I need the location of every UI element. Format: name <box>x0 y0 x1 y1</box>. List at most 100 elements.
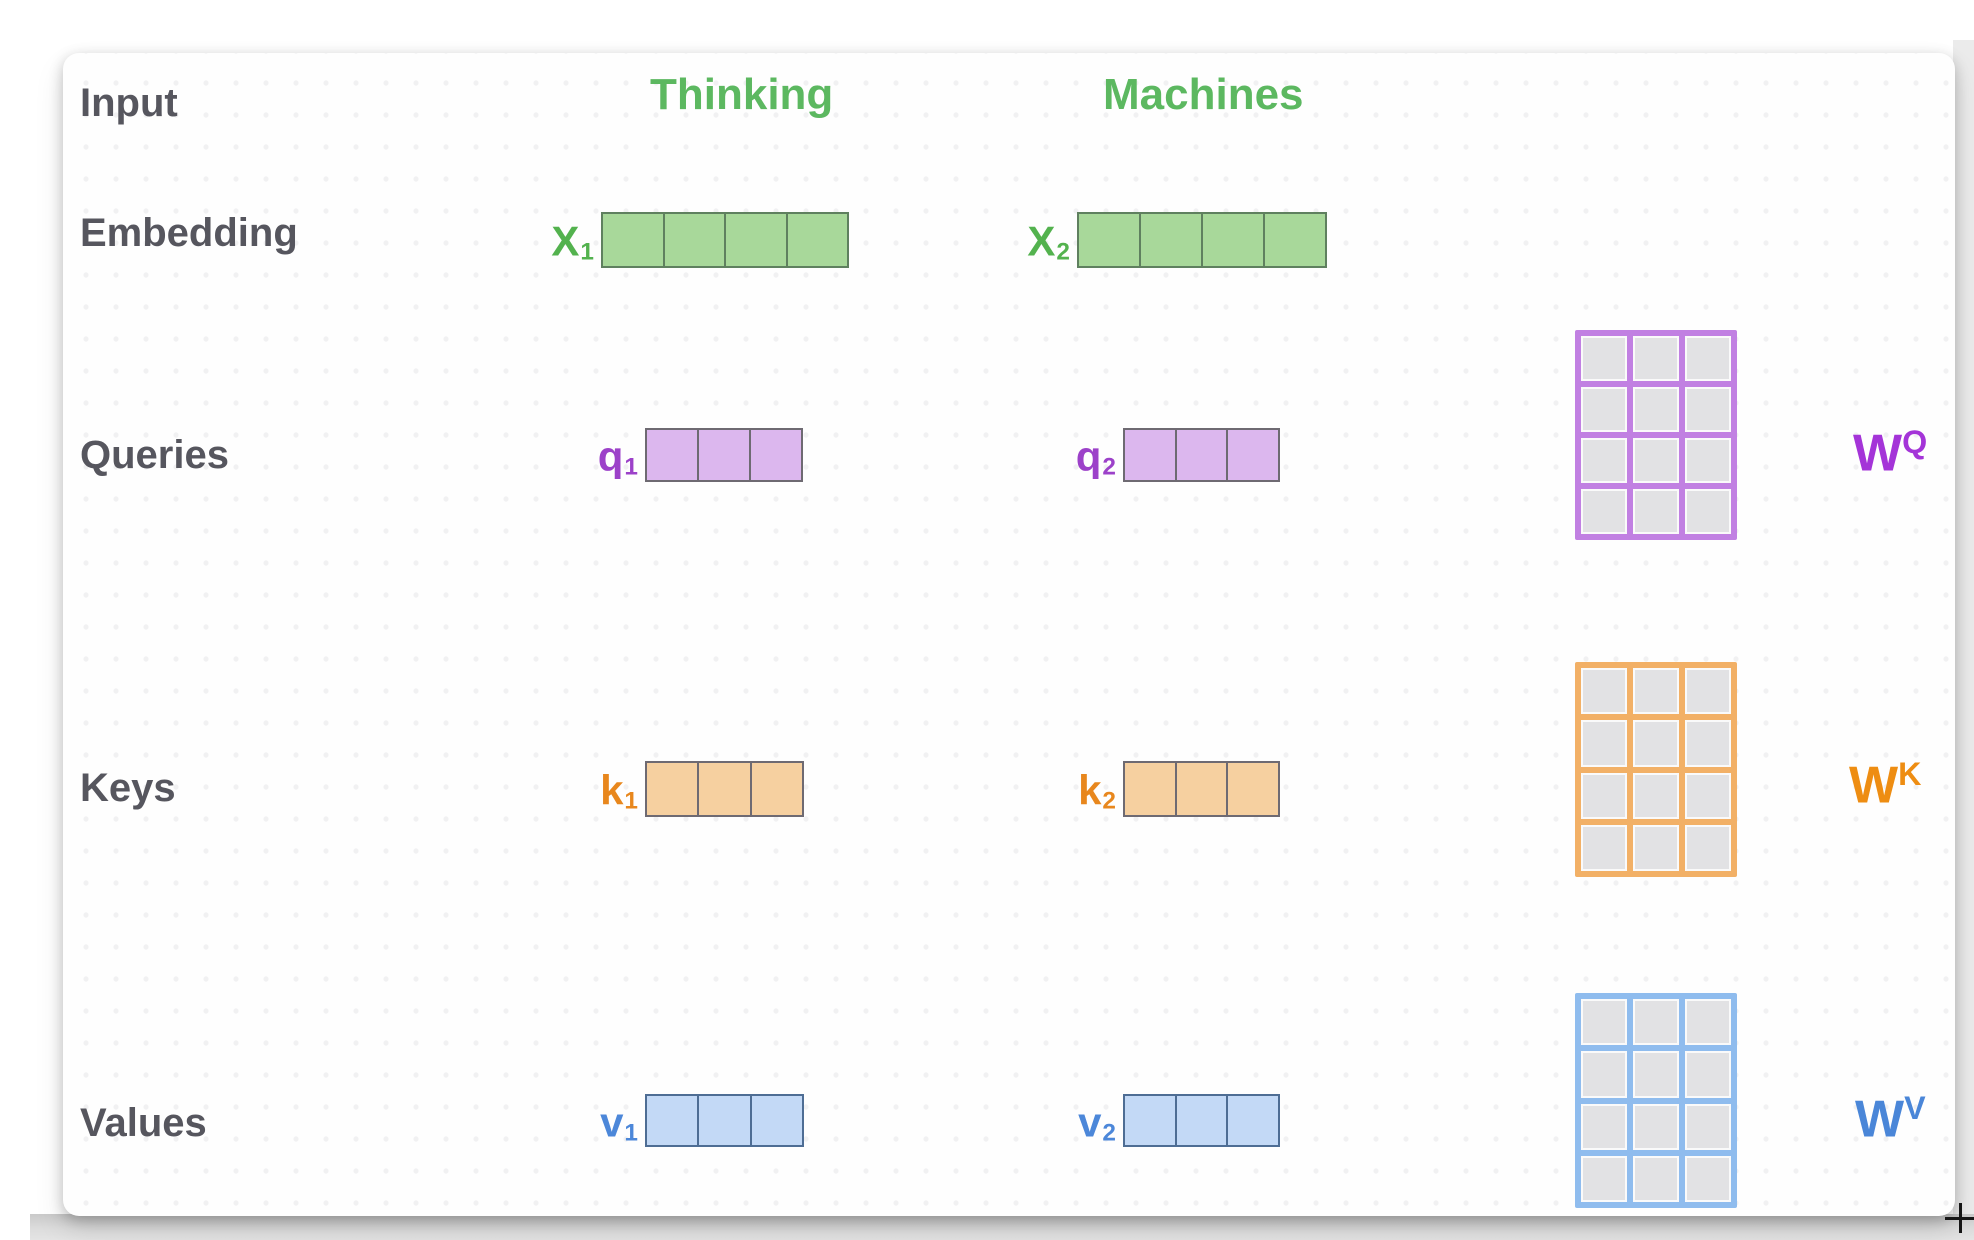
matrix-cell <box>1685 668 1731 715</box>
vector-cells <box>645 761 804 817</box>
vector-cells <box>1123 428 1281 482</box>
matrix-cell <box>1633 438 1679 483</box>
vector-cell <box>1174 428 1229 482</box>
vector-cell <box>785 212 849 268</box>
vector-cell <box>645 761 700 817</box>
vector-cells <box>645 1094 804 1147</box>
matrix-cell <box>1633 772 1679 819</box>
vector-cell <box>1201 212 1265 268</box>
vector-label-x1: X1 <box>551 217 594 267</box>
row-label-values: Values <box>80 1101 207 1145</box>
weight-matrix-wv <box>1575 993 1737 1208</box>
embedding-vector-x1: X1 <box>551 212 849 268</box>
vector-cell <box>1226 1094 1281 1147</box>
matrix-cell <box>1633 1103 1679 1150</box>
vector-label-v2: v2 <box>1078 1098 1116 1147</box>
matrix-cell <box>1581 1051 1627 1098</box>
vector-cell <box>697 428 751 482</box>
matrix-cell <box>1685 438 1731 483</box>
vector-cell <box>1174 761 1229 817</box>
matrix-cell <box>1633 999 1679 1046</box>
matrix-cell <box>1633 489 1679 534</box>
matrix-cell <box>1685 1103 1731 1150</box>
matrix-cell <box>1581 1155 1627 1202</box>
row-label-keys: Keys <box>80 766 176 810</box>
matrix-cell <box>1685 336 1731 381</box>
matrix-cell <box>1685 999 1731 1046</box>
vector-cell <box>697 1094 752 1147</box>
vector-cell <box>1139 212 1203 268</box>
matrix-cell <box>1581 1103 1627 1150</box>
token-header-machines: Machines <box>1103 70 1304 119</box>
vector-cell <box>1123 1094 1177 1147</box>
page-background-right <box>1953 40 1974 1240</box>
vector-cell <box>1077 212 1141 268</box>
matrix-cell <box>1581 438 1627 483</box>
value-vector-v1: v1 <box>600 1094 804 1147</box>
vector-cell <box>645 1094 700 1147</box>
vector-label-v1: v1 <box>600 1098 638 1147</box>
embedding-vector-x2: X2 <box>1027 212 1327 268</box>
vector-cell <box>724 212 788 268</box>
weight-matrix-wk <box>1575 662 1737 877</box>
diagram-card: Input Embedding Queries Keys Values Thin… <box>63 53 1955 1216</box>
vector-cells <box>1123 1094 1281 1147</box>
matrix-cell <box>1581 489 1627 534</box>
matrix-cell <box>1581 772 1627 819</box>
matrix-cell <box>1633 824 1679 871</box>
matrix-cell <box>1685 1051 1731 1098</box>
matrix-cell <box>1685 1155 1731 1202</box>
matrix-cell <box>1633 1155 1679 1202</box>
matrix-cell <box>1581 999 1627 1046</box>
page-background-bottom <box>30 1214 1974 1240</box>
vector-cell <box>697 761 752 817</box>
matrix-cell <box>1633 668 1679 715</box>
matrix-cell <box>1581 720 1627 767</box>
matrix-cell <box>1633 387 1679 432</box>
vector-cell <box>1226 761 1281 817</box>
matrix-cell <box>1685 387 1731 432</box>
vector-cell <box>1123 428 1177 482</box>
value-vector-v2: v2 <box>1078 1094 1281 1147</box>
vector-cells <box>1123 761 1281 817</box>
vector-label-k1: k1 <box>600 766 638 816</box>
vector-cell <box>749 1094 804 1147</box>
matrix-cell <box>1633 720 1679 767</box>
matrix-cell <box>1581 387 1627 432</box>
vector-cell <box>1226 428 1281 482</box>
vector-cell <box>1123 761 1177 817</box>
key-vector-k1: k1 <box>600 761 804 817</box>
vector-label-q2: q2 <box>1075 432 1116 482</box>
matrix-cell <box>1633 336 1679 381</box>
vector-cell <box>749 428 803 482</box>
token-header-thinking: Thinking <box>650 70 834 119</box>
row-label-input: Input <box>80 81 178 125</box>
matrix-cell <box>1685 772 1731 819</box>
vector-cells <box>1077 212 1327 268</box>
weight-label-wv: WV <box>1855 1090 1926 1149</box>
weight-label-wk: WK <box>1849 756 1922 815</box>
vector-cell <box>662 212 726 268</box>
crosshair-vertical-bar <box>1959 1203 1962 1233</box>
vector-cell <box>645 428 699 482</box>
key-vector-k2: k2 <box>1078 761 1281 817</box>
row-label-queries: Queries <box>80 433 229 477</box>
vector-cell <box>749 761 804 817</box>
vector-cells <box>645 428 803 482</box>
weight-label-wq: WQ <box>1853 424 1928 483</box>
matrix-cell <box>1685 489 1731 534</box>
matrix-cell <box>1581 824 1627 871</box>
vector-label-k2: k2 <box>1078 766 1116 816</box>
vector-cell <box>1174 1094 1229 1147</box>
vector-cell <box>601 212 665 268</box>
vector-cell <box>1263 212 1327 268</box>
matrix-cell <box>1581 668 1627 715</box>
vector-label-q1: q1 <box>597 432 638 482</box>
row-label-embedding: Embedding <box>80 211 298 255</box>
matrix-cell <box>1685 824 1731 871</box>
query-vector-q1: q1 <box>598 428 803 482</box>
matrix-cell <box>1633 1051 1679 1098</box>
query-vector-q2: q2 <box>1076 428 1281 482</box>
vector-label-x2: X2 <box>1027 217 1070 267</box>
